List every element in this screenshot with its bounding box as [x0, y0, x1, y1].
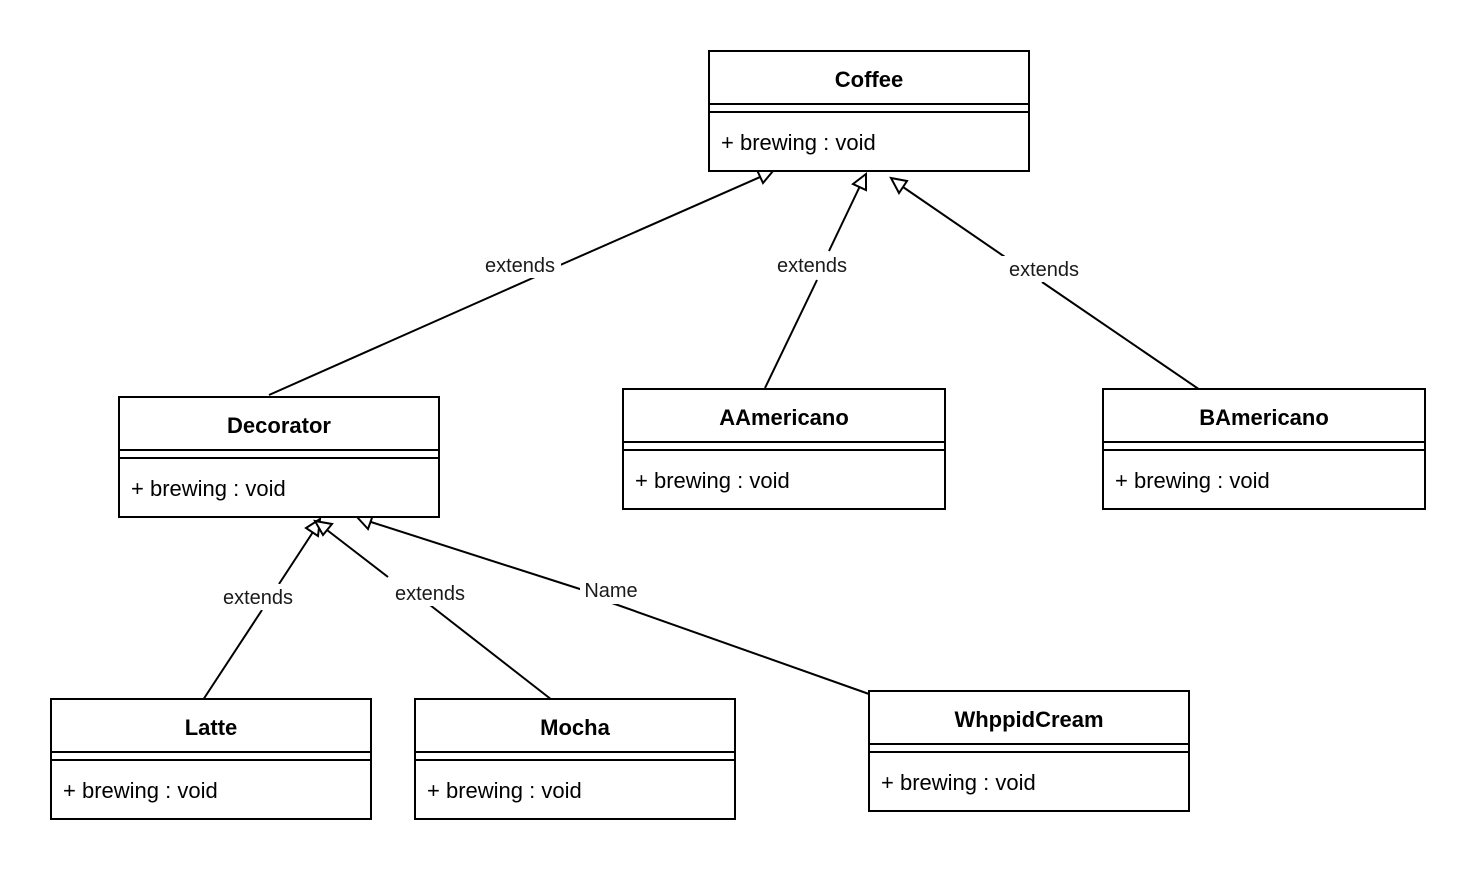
- divider: [120, 449, 438, 451]
- divider: [870, 743, 1188, 745]
- edge-label-bg: [1002, 256, 1088, 282]
- class-method: + brewing : void: [721, 130, 876, 155]
- edge-label-bg: [580, 578, 642, 604]
- class-method: + brewing : void: [63, 778, 218, 803]
- edge-label: extends: [485, 255, 555, 277]
- edge-label: extends: [395, 583, 465, 605]
- inheritance-arrowhead: [889, 176, 909, 195]
- edge-label-bg: [771, 252, 855, 278]
- divider: [416, 751, 734, 753]
- divider: [52, 759, 370, 761]
- divider: [624, 441, 944, 443]
- class-method: + brewing : void: [1115, 468, 1270, 493]
- edge-line: [200, 609, 263, 704]
- class-aamericano[interactable]: AAmericano + brewing : void: [622, 388, 946, 510]
- class-method: + brewing : void: [635, 468, 790, 493]
- edge-line: [611, 602, 870, 695]
- edge-whppidcream-decorator: Name: [354, 513, 870, 695]
- class-name: Latte: [184, 715, 238, 740]
- divider: [710, 111, 1028, 113]
- class-name: BAmericano: [1199, 405, 1329, 430]
- edge-label: extends: [223, 587, 293, 609]
- edge-line: [326, 529, 389, 578]
- edge-label: extends: [1009, 259, 1079, 281]
- edge-line: [764, 279, 818, 389]
- class-decorator[interactable]: Decorator + brewing : void: [118, 396, 440, 518]
- divider: [120, 457, 438, 459]
- edge-latte-decorator: extends: [200, 517, 322, 704]
- class-bamericano[interactable]: BAmericano + brewing : void: [1102, 388, 1426, 510]
- edge-line: [828, 185, 861, 252]
- divider: [710, 103, 1028, 105]
- edge-label-bg: [216, 584, 302, 610]
- class-name: Coffee: [834, 67, 904, 92]
- class-mocha[interactable]: Mocha + brewing : void: [414, 698, 736, 820]
- divider: [1104, 441, 1424, 443]
- edge-mocha-decorator: extends: [313, 519, 553, 701]
- edge-line: [278, 531, 314, 585]
- divider: [416, 759, 734, 761]
- class-method: + brewing : void: [881, 770, 1036, 795]
- inheritance-arrowhead: [313, 519, 334, 537]
- edge-line: [268, 276, 536, 396]
- edge-line: [557, 173, 768, 267]
- divider: [1104, 449, 1424, 451]
- edge-line: [370, 521, 584, 591]
- divider: [52, 751, 370, 753]
- divider: [624, 449, 944, 451]
- edge-aamericano-coffee: extends: [764, 171, 867, 389]
- class-name: WhppidCream: [954, 707, 1104, 732]
- class-name: Decorator: [227, 413, 331, 438]
- class-name: Mocha: [540, 715, 610, 740]
- edge-line: [1041, 281, 1204, 393]
- class-method: + brewing : void: [131, 476, 286, 501]
- edge-line: [429, 604, 553, 701]
- edge-label-bg: [479, 252, 561, 278]
- edge-label-bg: [388, 580, 474, 606]
- edge-label: Name: [584, 580, 637, 602]
- inheritance-arrowhead: [851, 171, 867, 192]
- class-coffee[interactable]: Coffee + brewing : void: [708, 50, 1030, 172]
- class-name: AAmericano: [719, 405, 849, 430]
- edge-bamericano-coffee: extends: [889, 176, 1204, 393]
- class-whppidcream[interactable]: WhppidCream + brewing : void: [868, 690, 1190, 812]
- divider: [870, 751, 1188, 753]
- class-latte[interactable]: Latte + brewing : void: [50, 698, 372, 820]
- edge-label: extends: [777, 255, 847, 277]
- class-method: + brewing : void: [427, 778, 582, 803]
- edge-line: [902, 186, 1006, 258]
- edge-decorator-coffee: extends: [268, 168, 776, 396]
